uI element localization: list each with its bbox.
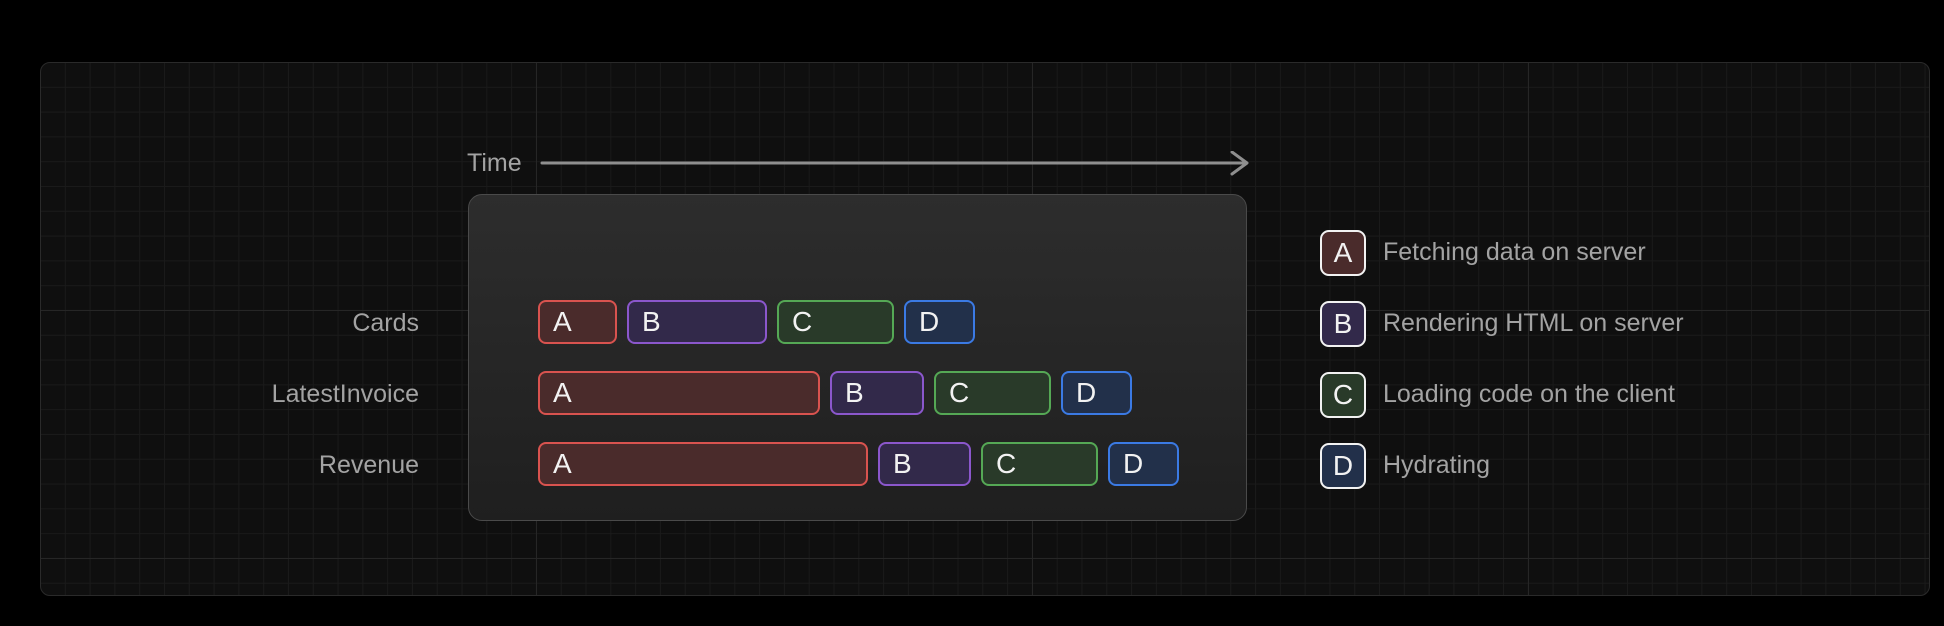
- time-axis-label: Time: [467, 149, 522, 177]
- row-label-revenue: Revenue: [318, 451, 419, 479]
- revenue-segment-rendering: B: [878, 442, 971, 486]
- latestinvoice-segment-fetching: A: [538, 371, 820, 415]
- revenue-segment-loading: C: [981, 442, 1098, 486]
- revenue-segment-hydrating: D: [1108, 442, 1179, 486]
- latestinvoice-segment-loading: C: [934, 371, 1051, 415]
- legend-label-rendering: Rendering HTML on server: [1383, 309, 1684, 337]
- row-label-latestinvoice: LatestInvoice: [271, 380, 419, 408]
- cards-segment-fetching: A: [538, 300, 617, 344]
- legend-label-loading: Loading code on the client: [1383, 380, 1675, 408]
- cards-segment-rendering: B: [627, 300, 767, 344]
- legend-swatch-rendering: B: [1320, 301, 1366, 347]
- revenue-segment-fetching: A: [538, 442, 868, 486]
- legend-label-hydrating: Hydrating: [1383, 451, 1490, 479]
- legend-label-fetching: Fetching data on server: [1383, 238, 1646, 266]
- time-arrow-icon: [540, 151, 1249, 176]
- cards-segment-loading: C: [777, 300, 894, 344]
- legend-swatch-loading: C: [1320, 372, 1366, 418]
- latestinvoice-segment-rendering: B: [830, 371, 924, 415]
- latestinvoice-segment-hydrating: D: [1061, 371, 1132, 415]
- row-label-cards: Cards: [352, 309, 419, 337]
- legend-swatch-hydrating: D: [1320, 443, 1366, 489]
- legend-swatch-fetching: A: [1320, 230, 1366, 276]
- cards-segment-hydrating: D: [904, 300, 975, 344]
